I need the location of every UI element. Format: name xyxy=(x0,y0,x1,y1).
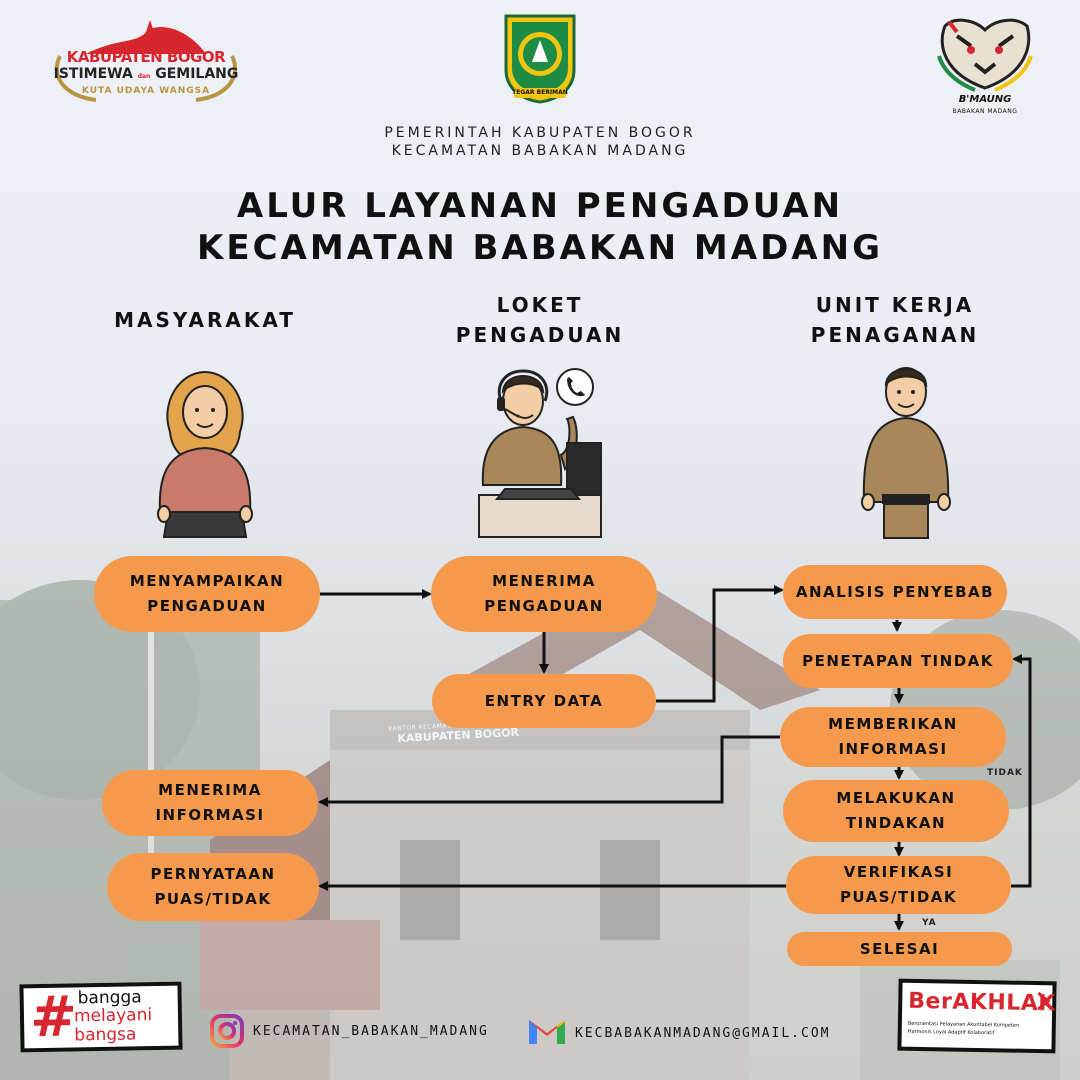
column-loket-label-1: LOKET xyxy=(496,293,584,317)
step-menerima-pengaduan: MENERIMA PENGADUAN xyxy=(431,556,657,632)
shield-icon xyxy=(504,14,576,104)
bmaung-logo: B'MAUNG BABAKAN MADANG xyxy=(935,16,1035,116)
step-entry-data-label: ENTRY DATA xyxy=(484,691,604,710)
label-tidak: TIDAK xyxy=(987,768,1023,778)
bogor-regency-emblem: TEGAR BERIMAN xyxy=(500,12,580,104)
instagram-icon xyxy=(210,1014,244,1048)
bangga-melayani-bangsa-badge: # bangga melayani bangsa xyxy=(19,981,183,1053)
kabupaten-bogor-logo: KABUPATEN BOGOR ISTIMEWA dan GEMILANG KU… xyxy=(46,18,246,108)
step-pernyataan-line1: PERNYATAAN xyxy=(150,865,276,883)
step-pernyataan-line2: PUAS/TIDAK xyxy=(154,890,272,908)
step-menyampaikan-pengaduan: MENYAMPAIKAN PENGADUAN xyxy=(94,556,320,632)
step-melakukan-line2: TINDAKAN xyxy=(845,814,947,832)
bangga-line2: melayani xyxy=(73,1005,153,1027)
flag-icon xyxy=(86,20,206,54)
step-memberikan-line2: INFORMASI xyxy=(838,740,948,758)
berakhlak-title: BerAKHLAK xyxy=(908,988,1057,1017)
step-menerima-info-line1: MENERIMA xyxy=(158,781,262,799)
step-selesai-label: SELESAI xyxy=(859,939,940,958)
berakhlak-sub1: Berorientasi Pelayanan Akuntabel Kompete… xyxy=(907,1020,1020,1029)
gov-line-1: PEMERINTAH KABUPATEN BOGOR xyxy=(384,125,696,141)
tiger-icon xyxy=(937,18,1033,92)
wreath-icon xyxy=(54,55,238,102)
berakhlak-sub2: Harmonis Loyal Adaptif Kolaboratif xyxy=(907,1028,995,1037)
bangga-line3: bangsa xyxy=(74,1024,137,1046)
step-memberikan-informasi: MEMBERIKAN INFORMASI xyxy=(780,707,1006,767)
step-menerima-pengaduan-line2: PENGADUAN xyxy=(484,597,604,615)
arrow-memberikan-to-menerima-info xyxy=(318,735,780,807)
logo-right-name: B'MAUNG xyxy=(958,94,1012,105)
step-penetapan-label: PENETAPAN TINDAK xyxy=(802,651,994,670)
column-unit-label-1: UNIT KERJA xyxy=(815,293,975,317)
instagram-handle: KECAMATAN_BABAKAN_MADANG xyxy=(253,1024,489,1039)
column-masyarakat-label: MASYARAKAT xyxy=(114,308,296,332)
step-analisis-label: ANALISIS PENYEBAB xyxy=(795,582,995,601)
column-title-loket: LOKET PENGADUAN xyxy=(425,290,655,350)
column-unit-label-2: PENAGANAN xyxy=(810,323,980,347)
step-entry-data: ENTRY DATA xyxy=(432,674,656,728)
step-menerima-info-line2: INFORMASI xyxy=(155,806,265,824)
step-analisis-penyebab: ANALISIS PENYEBAB xyxy=(783,565,1007,619)
step-verifikasi-puas-tidak: VERIFIKASI PUAS/TIDAK xyxy=(786,856,1011,914)
page-title-line2: KECAMATAN BABAKAN MADANG xyxy=(197,228,883,268)
handling-officer-illustration xyxy=(861,367,951,539)
logo-left-gemilang: GEMILANG xyxy=(155,66,239,82)
logo-left-line2: ISTIMEWA dan GEMILANG xyxy=(46,66,246,82)
logo-left-line1: KABUPATEN BOGOR xyxy=(66,48,226,66)
column-title-unit: UNIT KERJA PENAGANAN xyxy=(780,290,1010,350)
gmail-icon xyxy=(529,1020,565,1044)
hashtag-icon: # xyxy=(29,984,78,1051)
logo-left-line3: KUTA UDAYA WANGSA xyxy=(81,86,211,96)
email-address: KECBABAKANMADANG@GMAIL.COM xyxy=(575,1026,831,1041)
logo-right-sub: BABAKAN MADANG xyxy=(952,108,1018,115)
page-title-line1: ALUR LAYANAN PENGADUAN xyxy=(236,186,844,226)
logo-left-istimewa: ISTIMEWA xyxy=(53,66,133,82)
chevron-right-icon xyxy=(1037,991,1051,1011)
citizen-woman-illustration xyxy=(157,370,253,538)
label-ya: YA xyxy=(922,918,937,928)
column-title-masyarakat: MASYARAKAT xyxy=(90,305,320,335)
column-loket-label-2: PENGADUAN xyxy=(455,323,625,347)
berakhlak-badge: BerAKHLAK Berorientasi Pelayanan Akuntab… xyxy=(897,978,1057,1054)
step-menyampaikan-line2: PENGADUAN xyxy=(147,597,267,615)
step-menerima-informasi: MENERIMA INFORMASI xyxy=(102,770,318,836)
step-melakukan-line1: MELAKUKAN xyxy=(836,789,956,807)
step-penetapan-tindak: PENETAPAN TINDAK xyxy=(783,634,1013,688)
emblem-ribbon: TEGAR BERIMAN xyxy=(512,89,568,96)
step-menerima-pengaduan-line1: MENERIMA xyxy=(492,572,596,590)
step-memberikan-line1: MEMBERIKAN xyxy=(828,715,958,733)
step-melakukan-tindakan: MELAKUKAN TINDAKAN xyxy=(783,780,1009,842)
step-selesai: SELESAI xyxy=(787,932,1012,966)
step-pernyataan-puas-tidak: PERNYATAAN PUAS/TIDAK xyxy=(107,853,319,921)
step-menyampaikan-line1: MENYAMPAIKAN xyxy=(129,572,285,590)
gov-line-2: KECAMATAN BABAKAN MADANG xyxy=(391,143,689,159)
call-center-officer-illustration xyxy=(478,368,602,538)
arrow-verifikasi-tidak-to-penetapan xyxy=(1011,654,1032,888)
step-verifikasi-line2: PUAS/TIDAK xyxy=(839,888,958,906)
arrow-entry-to-analisis xyxy=(656,585,784,703)
logo-left-dan: dan xyxy=(137,73,151,80)
step-verifikasi-line1: VERIFIKASI xyxy=(843,863,954,881)
